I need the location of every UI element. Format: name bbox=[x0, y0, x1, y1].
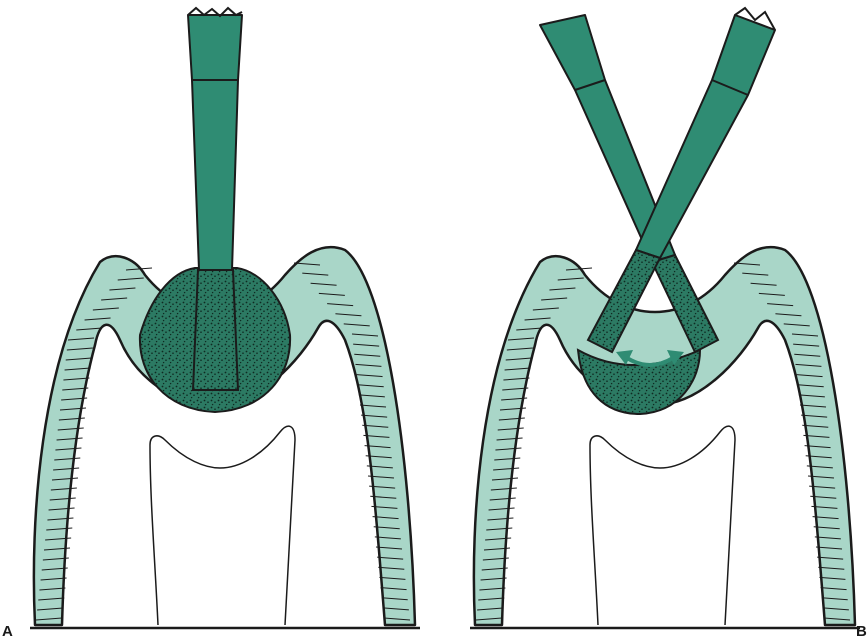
panel-label-b: B bbox=[856, 624, 867, 639]
pulp-outline-a bbox=[150, 426, 295, 625]
panel-a bbox=[30, 8, 420, 628]
bur-head-a bbox=[193, 270, 238, 390]
instrument-shank-a bbox=[188, 15, 242, 270]
instrument-shank-b-right bbox=[636, 15, 775, 258]
pulp-outline-b bbox=[590, 426, 735, 625]
panel-label-a: A bbox=[2, 624, 13, 639]
panel-b bbox=[470, 8, 860, 628]
enamel-layer-b bbox=[474, 247, 855, 625]
